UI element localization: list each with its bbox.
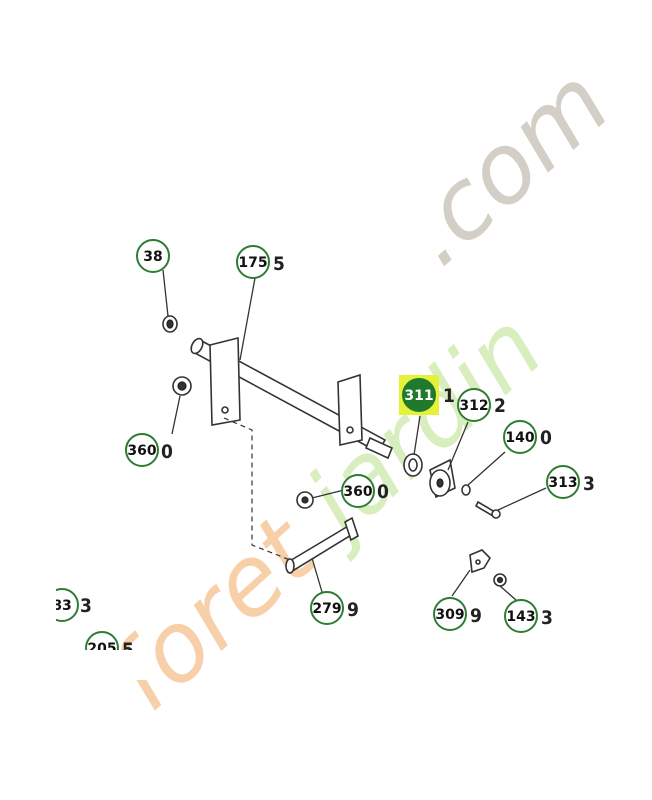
callout-38[interactable]: 38	[136, 239, 170, 273]
svg-text:0: 0	[377, 481, 389, 503]
svg-text:3: 3	[541, 607, 553, 629]
svg-text:9: 9	[347, 599, 359, 621]
leader-lines	[162, 269, 547, 601]
shaft-assembly	[190, 336, 394, 460]
svg-text:360: 360	[343, 484, 372, 500]
svg-text:309: 309	[435, 607, 464, 623]
callout-313[interactable]: 313 3	[546, 465, 595, 499]
svg-text:175: 175	[238, 255, 267, 271]
watermark-gray: .com	[380, 46, 630, 287]
callout-175[interactable]: 175 5	[236, 245, 285, 279]
svg-text:360: 360	[127, 443, 156, 459]
svg-text:312: 312	[459, 398, 488, 414]
svg-text:279: 279	[312, 601, 341, 617]
washer-311	[403, 453, 423, 477]
nut-360-left	[172, 376, 192, 396]
callout-311-highlighted[interactable]: 311 1	[399, 375, 455, 415]
callout-360-right[interactable]: 360 0	[341, 474, 389, 508]
svg-text:1: 1	[443, 385, 455, 407]
svg-text:313: 313	[548, 475, 577, 491]
watermark-orange: foret	[90, 494, 337, 733]
svg-text:9: 9	[470, 605, 482, 627]
callout-205-cropped[interactable]: 205 5	[80, 631, 150, 680]
alignment-line	[223, 417, 291, 561]
callout-279[interactable]: 279 9	[310, 591, 359, 625]
callout-312[interactable]: 312 2	[457, 388, 506, 422]
svg-text:5: 5	[273, 253, 285, 275]
svg-text:3: 3	[583, 473, 595, 495]
bolt-313	[474, 500, 501, 519]
washer-140	[461, 484, 471, 496]
svg-text:0: 0	[540, 427, 552, 449]
clip-309	[469, 549, 492, 574]
svg-text:140: 140	[505, 430, 534, 446]
svg-text:2: 2	[494, 395, 506, 417]
svg-text:143: 143	[506, 609, 535, 625]
callout-140[interactable]: 140 0	[503, 420, 552, 454]
nut-38	[162, 315, 178, 333]
nut-360-right	[296, 491, 314, 509]
svg-text:83: 83	[52, 598, 71, 614]
link-rod	[285, 516, 359, 574]
svg-text:38: 38	[143, 249, 162, 265]
svg-text:3: 3	[80, 595, 92, 617]
callout-309[interactable]: 309 9	[433, 597, 482, 631]
nut-143	[493, 573, 507, 587]
svg-text:311: 311	[404, 388, 433, 404]
callout-360-left[interactable]: 360 0	[125, 433, 173, 467]
callout-143[interactable]: 143 3	[504, 599, 553, 633]
callout-83[interactable]: 83 3	[40, 585, 92, 630]
svg-text:0: 0	[161, 441, 173, 463]
